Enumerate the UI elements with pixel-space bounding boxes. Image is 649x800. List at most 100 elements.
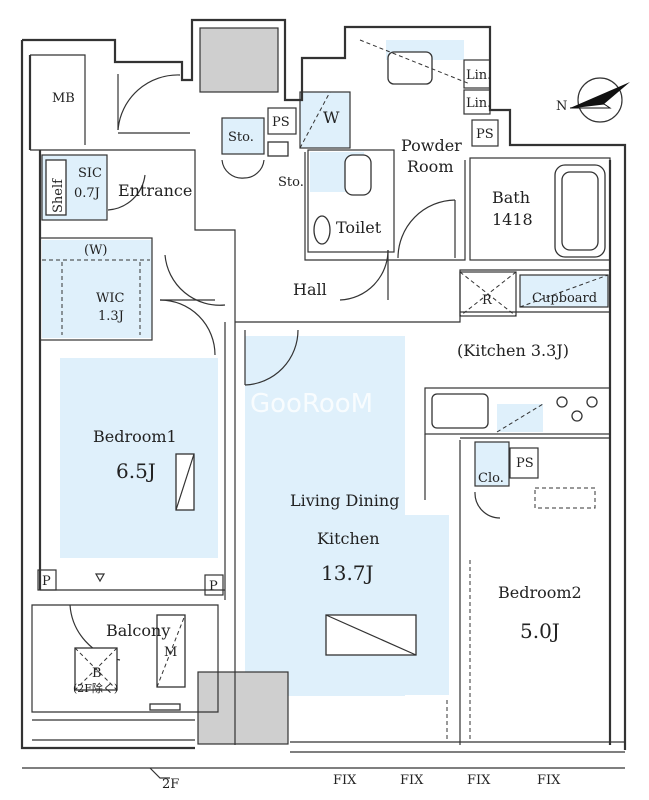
label-ps1: PS [272, 115, 290, 130]
label-sic: SIC [78, 166, 102, 181]
lin2-box [463, 89, 491, 115]
label-fix4: FIX [537, 773, 561, 788]
toilet-tank [344, 154, 372, 196]
outer-wall [22, 18, 627, 750]
toilet-bowl [313, 215, 331, 245]
sto-small-box [267, 141, 289, 157]
shaft-top-left [199, 27, 279, 93]
label-balcony: Balcony [106, 621, 170, 640]
label-m: M [164, 645, 177, 660]
label-ldk-size: 13.7J [321, 561, 374, 585]
kitchen-counter [424, 387, 611, 435]
entrance-walls [110, 149, 236, 322]
label-floor: 2F [162, 777, 179, 792]
hall-walls [235, 269, 611, 323]
label-w-paren: (W) [84, 243, 108, 258]
watermark: GooRooM [250, 389, 373, 419]
label-cupboard: Cupboard [532, 291, 597, 306]
label-fix3: FIX [467, 773, 491, 788]
label-lin1: Lin. [466, 68, 491, 83]
floor-marker [149, 767, 170, 779]
powder-diag [359, 39, 471, 85]
b-diag2 [74, 647, 118, 691]
arrow-marker [94, 573, 106, 583]
lin1-box [463, 59, 491, 89]
ldk-floor-lower [312, 515, 449, 695]
m-diag [156, 614, 186, 688]
label-toilet: Toilet [336, 218, 382, 237]
label-bedroom1-size: 6.5J [116, 459, 156, 483]
label-wic-size: 1.3J [98, 309, 124, 324]
bath-box [469, 157, 611, 261]
label-sto: Sto. [228, 130, 254, 145]
clo-door-arc [474, 491, 501, 519]
entrance-door-arc [117, 74, 181, 131]
clo-box [474, 441, 510, 487]
w-box [299, 91, 351, 149]
p1-box [37, 569, 57, 591]
label-r: R [482, 293, 493, 308]
bed1-marker-diag [175, 453, 195, 511]
r-box [459, 271, 517, 317]
shaft-bottom [197, 671, 289, 745]
label-powder-2: Room [407, 157, 453, 176]
compass-label: N [556, 99, 567, 114]
label-lin2: Lin. [466, 96, 491, 111]
label-bedroom1: Bedroom1 [93, 427, 177, 446]
burner2 [586, 396, 598, 408]
shelf-box [45, 159, 67, 216]
sto-floor [222, 118, 264, 154]
toilet-box [307, 149, 395, 253]
sic-box [41, 154, 108, 221]
bedroom2-closet [534, 487, 596, 509]
wic-box [39, 237, 153, 341]
cupboard-box [519, 274, 609, 308]
label-w: W [323, 108, 340, 127]
label-powder-1: Powder [401, 136, 462, 155]
label-mb: MB [52, 91, 75, 106]
vanity [387, 51, 433, 85]
hall-door-arc [164, 254, 226, 306]
label-bedroom2: Bedroom2 [498, 583, 582, 602]
label-fix1: FIX [333, 773, 357, 788]
label-wic: WIC [96, 291, 124, 306]
label-b: B [92, 666, 102, 681]
label-ldk-1: Living Dining [290, 491, 399, 510]
sto-box [221, 117, 265, 155]
cupboard-diag [519, 274, 609, 308]
wic-floor [42, 240, 152, 338]
label-sic-size: 0.7J [74, 186, 100, 201]
sto-door-arc2 [243, 159, 265, 179]
label-bath: Bath [492, 188, 530, 207]
label-ps2: PS [476, 127, 494, 142]
powder-walls [304, 152, 466, 261]
wic-door-arc [159, 299, 216, 356]
balcony-drain [149, 703, 181, 711]
r-diag2 [459, 271, 517, 317]
window-line [290, 741, 625, 753]
label-clo: Clo. [478, 471, 504, 486]
burner3 [571, 410, 583, 422]
ps1-box [267, 107, 297, 135]
mb-box [30, 54, 86, 145]
label-ps3: PS [516, 456, 534, 471]
label-hall: Hall [293, 280, 327, 299]
label-b-note: (2F除く) [73, 681, 118, 695]
ps3-box [509, 447, 539, 479]
sto-door-arc [221, 159, 245, 179]
toilet-door-arc [339, 249, 389, 301]
label-shelf: Shelf [51, 178, 66, 213]
label-kitchen: (Kitchen 3.3J) [457, 341, 569, 360]
ldk-door-arc [244, 329, 299, 386]
label-sto-small: Sto. [278, 175, 304, 190]
balcony-box [31, 604, 219, 713]
counter-diag [496, 403, 544, 433]
label-p2: P [209, 579, 218, 594]
burner1 [556, 396, 568, 408]
bathtub-inner [561, 171, 599, 251]
label-fix2: FIX [400, 773, 424, 788]
clo-floor [475, 442, 509, 486]
left-outer-wall [20, 40, 195, 750]
label-bath-size: 1418 [492, 210, 533, 229]
